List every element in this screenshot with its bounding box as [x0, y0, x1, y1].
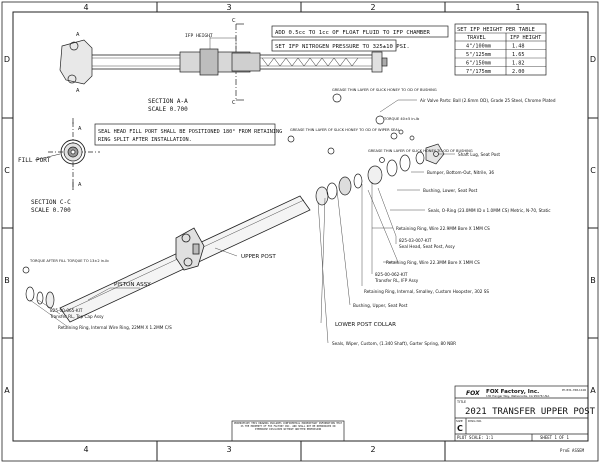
callout-bushing-upper: Bushing, Upper, Seat Post: [353, 303, 408, 308]
dwg-no-label: DWG NO.: [468, 419, 482, 423]
callout-seals-oring: Seals, O-Ring (23.0MM ID x 1.0MM CS) Met…: [428, 208, 551, 213]
row-label-left-b: B: [4, 276, 10, 285]
company-name: FOX Factory, Inc.: [486, 389, 539, 395]
fill-port-label: FILL PORT: [18, 157, 51, 164]
ifp-table-row-travel: 4"/100mm: [466, 44, 491, 50]
piston-assembly: [22, 266, 55, 309]
exploded-parts: [287, 93, 445, 206]
ifp-table-col-height: IFP HEIGHT: [510, 35, 541, 41]
upper-post-tube: [59, 195, 311, 323]
note-seal-head-line1: SEAL HEAD FILL PORT SHALL BE POSITIONED …: [98, 129, 282, 135]
ifp-table-row-height: 1.65: [512, 52, 525, 58]
col-label-bottom-4: 4: [83, 445, 88, 454]
callout-shaft-lug: Shaft Lug, Seat Post: [458, 152, 500, 157]
callout-upper-post: UPPER POST: [241, 254, 276, 260]
callout-kit-062: 825-00-062-KIT: [375, 272, 408, 277]
section-a-scale: SCALE 0.700: [148, 106, 188, 113]
title-label: TITLE: [456, 400, 466, 404]
ifp-table-row-travel: 6"/150mm: [466, 61, 491, 67]
callout-retaining-ring-22-3: Retaining Ring, Wire 22.3MM Bore X 1MM C…: [386, 260, 480, 265]
callout-grease-bushing-top: GREASE THIN LAYER OF SLICK HONEY TO OD O…: [332, 88, 437, 92]
cut-marker-c: C: [232, 100, 236, 106]
callout-retaining-ring-22-9: Retaining Ring, Wire 22.9MM Bore X 1MM C…: [396, 226, 490, 231]
row-label-right-a: A: [590, 386, 596, 395]
drawing-title: 2021 TRANSFER UPPER POST: [465, 407, 596, 417]
cut-marker-a: A: [78, 126, 82, 132]
ifp-table-row-height: 1.48: [512, 44, 525, 50]
callout-bumper: Bumper, Bottom-Out, Nitrile, 36: [427, 170, 494, 175]
col-label-bottom-3: 3: [226, 445, 231, 454]
company-address: 130 Hangar Way, Watsonville, CA 95076 US…: [486, 394, 549, 398]
callout-grease-bushing-lower: GREASE THIN LAYER OF SLICK HONEY TO OD O…: [368, 149, 473, 153]
ifp-table-row-height: 1.82: [512, 61, 525, 67]
callout-kit-065: 825-00-065-KIT: [50, 308, 83, 313]
callout-grease-wiper-seal: GREASE THIN LAYER OF SLICK HONEY TO OD O…: [290, 128, 400, 132]
callout-torque-top: TORQUE 40±5 in-lb: [383, 117, 420, 121]
row-label-right-d: D: [590, 55, 596, 64]
drawing-size: C: [457, 424, 463, 433]
col-label-bottom-2: 2: [370, 445, 375, 454]
cut-marker-a: A: [78, 182, 82, 188]
section-c-title: SECTION C-C: [31, 199, 71, 206]
col-label-top-2: 2: [370, 3, 375, 12]
callout-piston-assy: PISTON ASSY: [114, 282, 151, 288]
sheet-number: SHEET 1 OF 1: [540, 435, 569, 440]
ifp-table-col-travel: TRAVEL: [467, 35, 486, 41]
title-block: [231, 385, 589, 442]
row-label-left-c: C: [4, 166, 10, 175]
callout-kit-007: 825-03-007-KIT: [399, 238, 432, 243]
callout-seal-head: Seal Head, Seat Post, Assy: [399, 244, 455, 249]
row-label-right-b: B: [590, 276, 596, 285]
note-float-fluid: ADD 0.5cc TO 1cc OF FLOAT FLUID TO IFP C…: [275, 30, 431, 36]
cut-marker-a: A: [76, 88, 80, 94]
callout-torque-piston: TORQUE AFTER FILL TORQUE TO 13±2 in-lb: [29, 259, 109, 263]
row-label-right-c: C: [590, 166, 596, 175]
callout-bushing-lower: Bushing, Lower, Seat Post: [423, 188, 478, 193]
ifp-table-row-travel: 5"/125mm: [466, 52, 491, 58]
fox-logo: FOX: [466, 390, 480, 397]
cut-marker-a: A: [76, 32, 80, 38]
callout-retaining-ring-internal: Retaining Ring, Internal, Smalley, Custo…: [364, 289, 489, 294]
section-c-scale: SCALE 0.700: [31, 207, 71, 214]
proprietary-notice: PROPRIETARY THIS DRAWING INCLUDES CONFID…: [234, 422, 342, 431]
col-label-top-3: 3: [226, 3, 231, 12]
note-nitrogen-pressure: SET IFP NITROGEN PRESSURE TO 325±10 PSI.: [275, 44, 410, 50]
callout-seals-wiper: Seals, Wiper, Custom, (1.340 Shaft), Gar…: [332, 341, 456, 346]
ifp-table-title: SET IFP HEIGHT PER TABLE: [457, 27, 535, 33]
section-a-view: [59, 23, 388, 101]
proprietary-notice-box: PROPRIETARY THIS DRAWING INCLUDES CONFID…: [234, 422, 342, 431]
section-c-view: [34, 118, 100, 190]
size-label: SIZE: [456, 419, 463, 423]
row-label-left-d: D: [4, 55, 10, 64]
row-label-left-a: A: [4, 386, 10, 395]
cut-marker-c: C: [232, 18, 236, 24]
ifp-table-row-height: 2.00: [512, 69, 525, 75]
callout-transfer-ifp: Transfer RL, IFP Assy: [374, 278, 419, 283]
callout-lower-post-collar: LOWER POST COLLAR: [335, 322, 396, 328]
note-seal-head-line2: RING SPLIT AFTER INSTALLATION.: [98, 137, 192, 143]
leader-lines: [29, 99, 455, 344]
ifp-height-table: SET IFP HEIGHT PER TABLE TRAVEL IFP HEIG…: [454, 23, 547, 76]
section-a-title: SECTION A-A: [148, 98, 188, 105]
callout-transfer-top-cap: Transfer RL, Top Cap Assy: [49, 314, 104, 319]
ifp-height-label: IFP HEIGHT: [185, 33, 213, 39]
col-label-top-1: 1: [515, 3, 520, 12]
callout-retaining-ring-wire: Retaining Ring, Internal Wire Ring, 22MM…: [58, 325, 172, 330]
callout-air-valve-parts: Air Valve Parts: Ball (2.6mm OD), Grade …: [420, 98, 556, 103]
notes-group: ADD 0.5cc TO 1cc OF FLOAT FLUID TO IFP C…: [94, 25, 449, 146]
ifp-table-row-travel: 7"/175mm: [466, 69, 491, 75]
plot-scale: PLOT SCALE: 1:1: [457, 435, 494, 440]
proe-assem: ProE ASSEM: [560, 448, 585, 453]
company-phone: Ph 831-768-1100: [562, 388, 586, 392]
col-label-top-4: 4: [83, 3, 88, 12]
